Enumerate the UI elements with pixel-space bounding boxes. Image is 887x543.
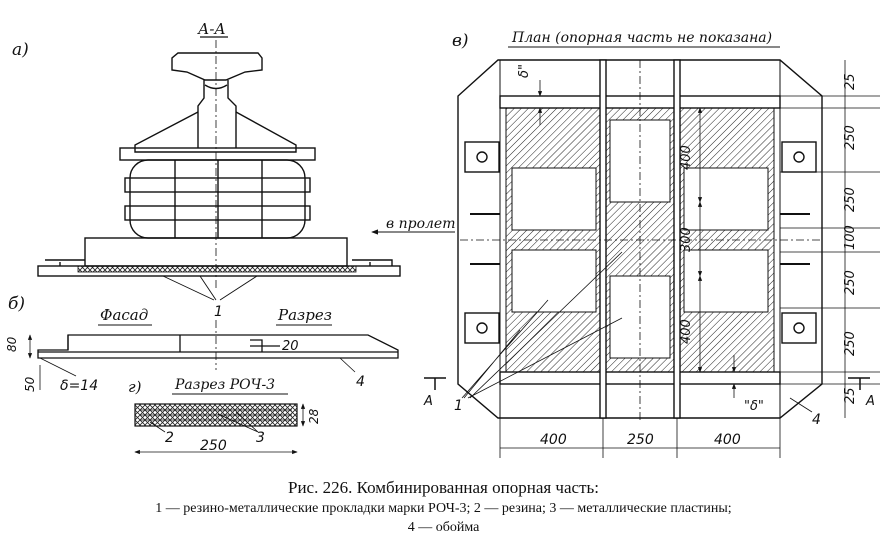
right-dim-7: 25	[843, 387, 858, 404]
callout-4-b: 4	[356, 374, 365, 390]
callout-4-v: 4	[812, 412, 821, 428]
view-a-label: а)	[12, 40, 29, 60]
dim-50: 50	[23, 376, 37, 392]
callout-1-a: 1	[214, 304, 223, 320]
plan-title: План (опорная часть не показана)	[511, 30, 772, 46]
section-title-aa: А-А	[197, 20, 226, 38]
right-dim-6: 250	[843, 331, 858, 356]
gusset-plate	[134, 111, 297, 153]
bottom-dim-3: 400	[714, 432, 741, 448]
section-mark-right: А	[865, 394, 875, 409]
section-label: Разрез	[277, 306, 332, 324]
facade-outline	[37, 334, 399, 359]
upper-stem	[197, 80, 237, 148]
rubber-metal-pads	[124, 159, 311, 239]
span-direction-label: в пролет	[386, 216, 455, 232]
view-a-section: а) А-А 1	[12, 20, 401, 320]
right-dim-5: 250	[843, 270, 858, 295]
view-b-label: б)	[8, 294, 25, 314]
section-mark-left: А	[423, 394, 433, 409]
caption-line-1: 1 — резино-металлические прокладки марки…	[155, 501, 732, 516]
bottom-dimension-chain	[499, 418, 781, 458]
technical-drawing: а) А-А 1 б) Фасад	[5, 20, 880, 458]
inner-dim-3: 400	[679, 319, 694, 344]
right-dimension-chain	[780, 60, 880, 418]
thickness-label: δ=14	[60, 378, 98, 394]
callout-3-g: 3	[256, 430, 265, 446]
view-v-label: в)	[452, 31, 469, 51]
dim-28: 28	[307, 408, 321, 424]
dim-80: 80	[5, 336, 19, 352]
right-dim-2: 250	[843, 125, 858, 150]
top-plate-a	[119, 147, 316, 161]
caption-line-2: 4 — обойма	[407, 520, 480, 535]
dim-20: 20	[282, 339, 299, 354]
right-dim-4: 100	[843, 225, 858, 250]
delta-bottom-label: "δ"	[744, 399, 764, 414]
facade-label: Фасад	[100, 306, 148, 324]
inner-dim-1: 400	[679, 145, 694, 170]
callout-2-g: 2	[165, 430, 174, 446]
inner-dim-2: 300	[679, 227, 694, 252]
bottom-dim-1: 400	[540, 432, 567, 448]
view-v-plan: в) План (опорная часть не показана) в	[371, 30, 880, 458]
dim-250-g: 250	[200, 438, 227, 454]
roch3-title: Разрез РОЧ-3	[174, 377, 275, 393]
callout-1-v: 1	[454, 398, 463, 414]
delta-top-label: δ"	[517, 64, 532, 78]
view-b-facade-section: б) Фасад Разрез 80 50 δ=14 20 4	[5, 294, 399, 394]
bottom-dim-2: 250	[627, 432, 654, 448]
view-g-label: г)	[128, 378, 142, 396]
figure-caption-title: Рис. 226. Комбинированная опорная часть:	[288, 478, 599, 497]
top-cap	[171, 52, 263, 81]
view-g-roch3-section: г) Разрез РОЧ-3 2 3 250 28	[128, 377, 321, 455]
right-dim-1: 25	[843, 73, 858, 90]
figure-caption-legend: 1 — резино-металлические прокладки марки…	[0, 499, 887, 537]
right-dim-3: 250	[843, 187, 858, 212]
